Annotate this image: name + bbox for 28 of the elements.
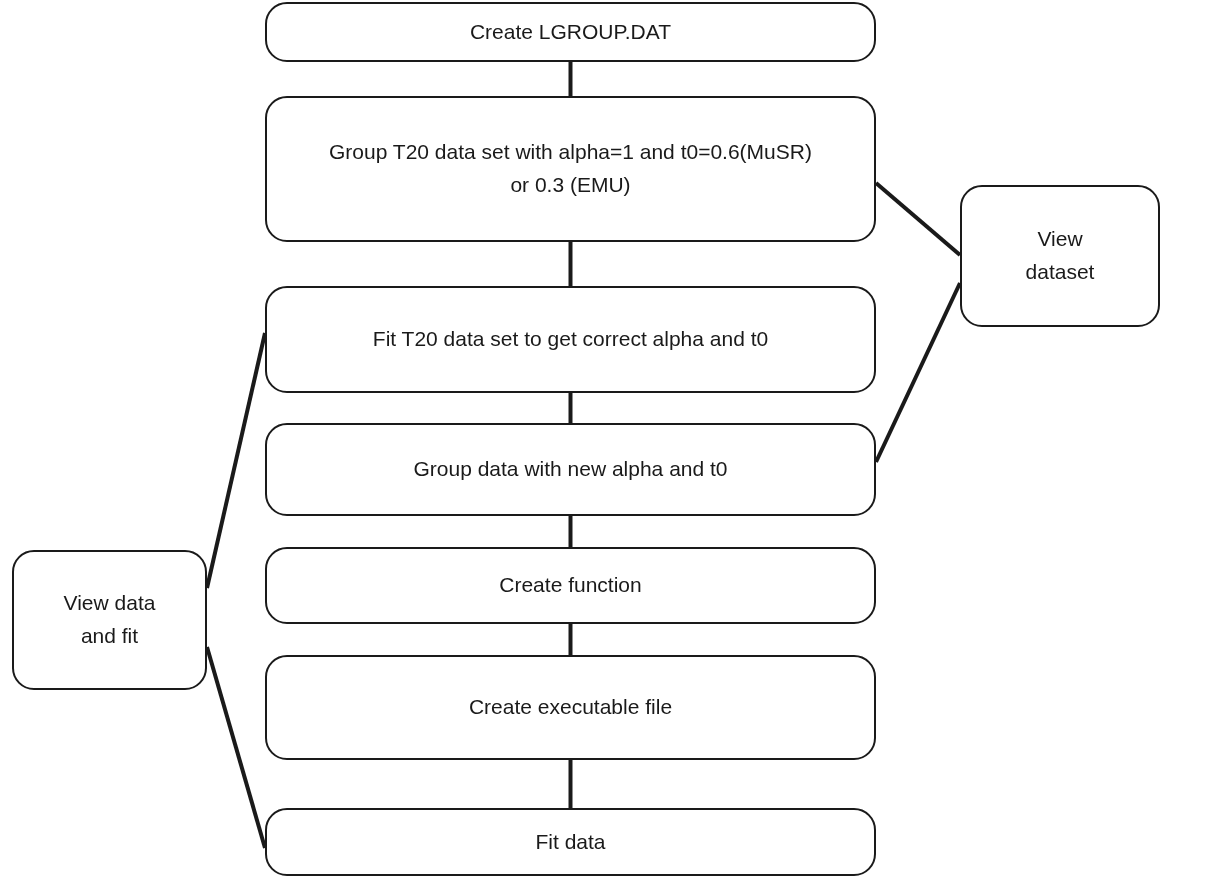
box-label: Create executable file [468,694,673,721]
box-label: Group T20 data set with alpha=1 and t0=0.6(MuSR) or 0.3 (EMU) [328,139,813,198]
box-label: View data and fit [62,590,157,649]
box-label: Create function [499,572,642,599]
process-box [265,286,876,393]
process-box [265,2,876,62]
connector-line [568,760,573,808]
process-box [265,423,876,516]
connector-line [568,516,573,547]
process-box [265,655,876,760]
connector-line [568,242,573,286]
box-label: Create LGROUP.DAT [469,18,672,45]
box-label: View dataset [1024,226,1096,285]
process-box [960,185,1160,327]
process-box [265,547,876,624]
process-box [265,808,876,876]
box-label: Fit data [535,828,606,855]
box-label: Fit T20 data set to get correct alpha and t0 [372,326,769,353]
process-box [12,550,207,690]
box-label: Group data with new alpha and t0 [413,456,728,483]
connector-line [568,62,573,96]
connector-line [874,282,962,463]
connector-line [568,393,573,423]
process-box [265,96,876,242]
connector-line [568,624,573,655]
connector-line [874,181,962,257]
connector-line [205,646,267,849]
connector-line [205,332,267,589]
